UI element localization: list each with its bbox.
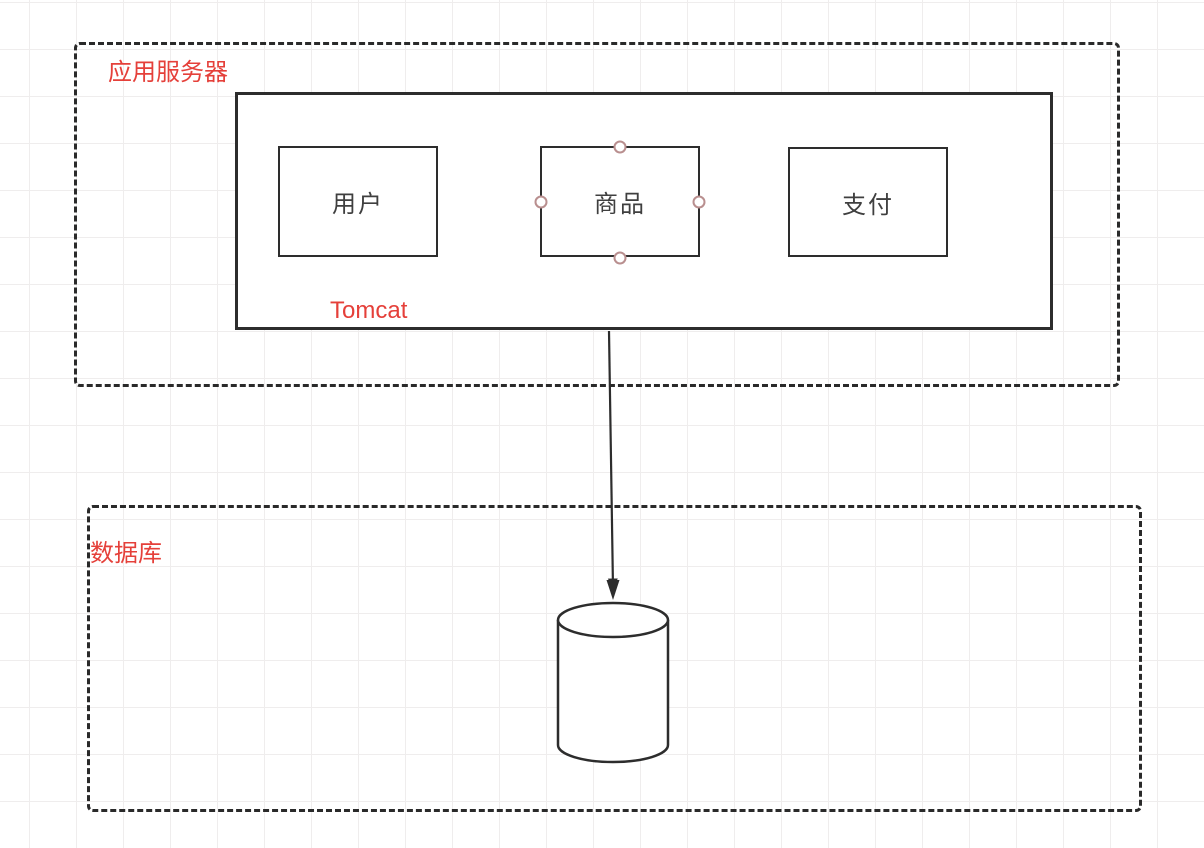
module-box-payment[interactable]: 支付 (788, 147, 948, 257)
app-server-group-label: 应用服务器 (108, 59, 228, 86)
connection-anchor-bottom-icon[interactable] (613, 251, 627, 265)
app-server-group-box[interactable] (74, 42, 1120, 387)
tomcat-label: Tomcat (330, 297, 408, 324)
module-box-user[interactable]: 用户 (278, 146, 438, 257)
module-label-product: 商品 (594, 191, 646, 218)
database-group-box[interactable] (87, 505, 1142, 812)
connection-anchor-left-icon[interactable] (534, 195, 548, 209)
database-group-label: 数据库 (90, 540, 162, 567)
connection-anchor-right-icon[interactable] (692, 195, 706, 209)
connection-anchor-top-icon[interactable] (613, 140, 627, 154)
module-box-product[interactable]: 商品 (540, 146, 700, 257)
module-label-user: 用户 (332, 191, 384, 218)
module-label-payment: 支付 (842, 191, 894, 219)
